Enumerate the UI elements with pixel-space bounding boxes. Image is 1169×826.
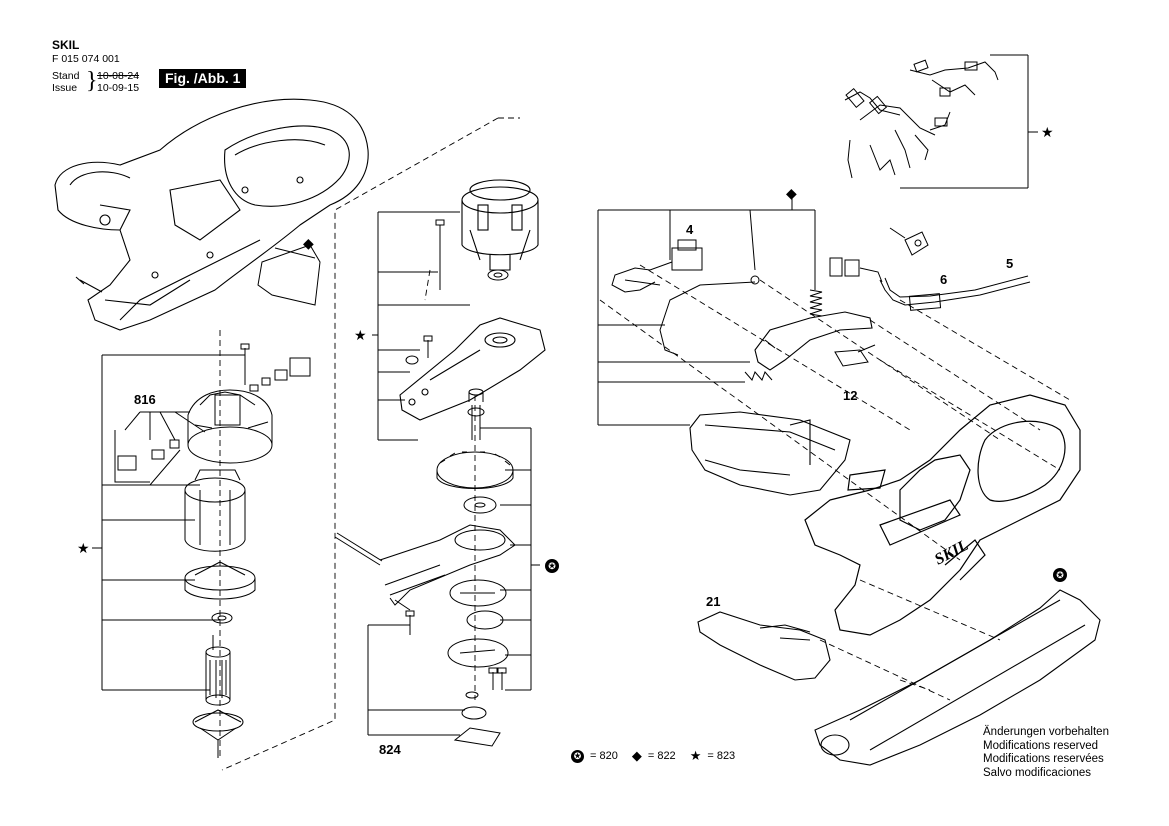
callout-816	[114, 411, 206, 483]
legend-star-value: = 823	[707, 750, 736, 762]
motor-end-bell	[187, 389, 273, 464]
brush-holders	[117, 357, 311, 471]
spring-upper	[809, 289, 823, 317]
part-number-824: 824	[379, 742, 401, 757]
callout-bracket-left	[92, 354, 245, 691]
callout-bracket-wires	[900, 54, 1038, 189]
upper-housing	[54, 98, 369, 331]
note-german: Änderungen vorbehalten	[983, 726, 1109, 738]
gear-washer	[487, 269, 509, 281]
diamond-marker-switch: ◆	[786, 185, 797, 201]
star-icon: ★	[689, 748, 702, 763]
switch-module	[611, 239, 703, 293]
circle-star-marker-sheath: ✪	[1053, 568, 1067, 582]
power-cable	[879, 275, 1031, 311]
main-housing	[804, 394, 1081, 636]
cable-connectors	[829, 257, 883, 283]
spring-lower	[744, 371, 773, 381]
armature	[192, 635, 244, 758]
cam-disc-3	[447, 638, 509, 668]
gearbox-housing	[461, 179, 539, 271]
modification-notes: Änderungen vorbehalten Modifications res…	[983, 726, 1109, 780]
stand-date: 10-08-24	[97, 70, 140, 82]
part-number-5: 5	[1006, 256, 1014, 271]
blade-cover-21	[697, 611, 831, 681]
wire-harness	[844, 59, 999, 179]
cam-disc-2	[466, 610, 504, 630]
brace-glyph: }	[86, 68, 98, 94]
part-number-816: 816	[134, 392, 156, 407]
small-washer-plate	[405, 355, 419, 365]
drive-gear	[436, 451, 514, 489]
fan-baffle	[184, 561, 256, 600]
blade-guard-tray	[689, 411, 851, 496]
circle-star-marker-blade: ✪	[545, 559, 559, 573]
part-number-21: 21	[706, 594, 721, 609]
issue-date: 10-09-15	[97, 82, 140, 94]
blade-assembly	[334, 524, 516, 611]
stand-label: Stand	[52, 70, 80, 82]
callout-bracket-822	[597, 198, 816, 426]
part-number-4: 4	[686, 222, 694, 237]
star-marker-wires: ★	[1041, 124, 1054, 140]
housing-brand: SKIL	[932, 537, 972, 569]
washer-motor	[211, 612, 233, 624]
note-english: Modifications reserved	[983, 739, 1099, 752]
brand-name: SKIL	[52, 38, 80, 52]
note-french: Modifications reservées	[983, 753, 1104, 765]
circle-star-icon: ✪	[571, 749, 584, 763]
dashed-assembly-lines	[219, 117, 1071, 771]
cam-disc-1	[449, 579, 507, 607]
trigger-lever	[754, 311, 873, 371]
callout-bracket-824	[367, 624, 465, 736]
switch-rod	[659, 275, 760, 356]
small-screw-plate	[423, 335, 433, 358]
document-number: F 015 074 001	[52, 53, 120, 65]
legend-circle-value: = 820	[590, 750, 618, 762]
cam-washer	[463, 496, 497, 514]
star-marker-center: ★	[354, 327, 367, 343]
callout-bracket-820	[480, 427, 540, 691]
long-screw	[435, 219, 445, 290]
figure-label: Fig. /Abb. 1	[159, 69, 247, 88]
blade-sheath	[814, 589, 1101, 766]
star-marker-left: ★	[77, 540, 90, 556]
motor-screw	[240, 343, 250, 385]
diamond-marker-cover: ◆	[303, 235, 314, 251]
part-12-clamp	[834, 344, 876, 367]
diamond-icon: ◆	[631, 748, 642, 763]
legend-diamond-value: = 822	[647, 750, 676, 762]
cable-clamp	[889, 227, 929, 256]
part-number-12: 12	[843, 388, 858, 403]
lower-bearing	[453, 691, 501, 747]
pinion-shaft	[467, 388, 485, 440]
issue-label: Issue	[52, 82, 78, 94]
part-number-6: 6	[940, 272, 948, 287]
motor-stator	[184, 469, 246, 552]
symbol-legend: ✪ = 820 ◆ = 822 ★ = 823	[571, 748, 735, 764]
note-spanish: Salvo modificaciones	[983, 766, 1092, 779]
screws-lower	[405, 610, 507, 690]
switch-cover	[257, 244, 321, 306]
gear-plate	[399, 317, 546, 421]
